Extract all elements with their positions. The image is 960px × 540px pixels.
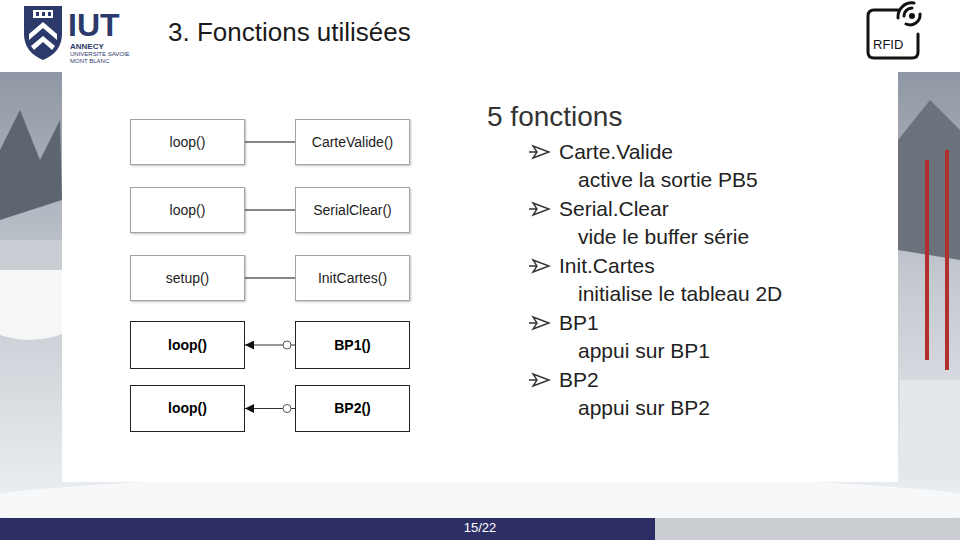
footer-band xyxy=(655,518,960,540)
slide-title: 3. Fonctions utilisées xyxy=(168,17,411,48)
node-text: loop() xyxy=(168,337,207,354)
call-connector xyxy=(245,277,295,278)
interrupt-box: BP1() xyxy=(295,321,410,369)
caller-box: loop() xyxy=(130,385,245,432)
node-text: CarteValide() xyxy=(312,134,393,151)
section-heading: 5 fonctions xyxy=(487,100,622,134)
logo-city: ANNECY xyxy=(70,42,104,52)
caller-box: loop() xyxy=(130,119,245,165)
call-connector xyxy=(245,141,295,142)
interrupt-marker xyxy=(283,341,291,349)
bullet-function: BP2 xyxy=(559,367,599,392)
interrupt-marker xyxy=(283,405,291,413)
page-number: 15/22 xyxy=(452,520,508,536)
bullet-description: active la sortie PB5 xyxy=(578,167,758,192)
footer-bar xyxy=(0,518,655,540)
logo-name: IUT xyxy=(68,6,120,44)
caller-box: loop() xyxy=(130,321,245,369)
header-band xyxy=(0,0,960,72)
logo-university: UNIVERSITE SAVOIE MONT BLANC xyxy=(70,51,142,65)
function-box: InitCartes() xyxy=(295,255,410,301)
node-text: BP1() xyxy=(334,337,371,354)
interrupt-box: BP2() xyxy=(295,385,410,432)
content-panel xyxy=(62,72,898,482)
caller-box: setup() xyxy=(130,255,245,301)
function-box: CarteValide() xyxy=(295,119,410,165)
caller-box: loop() xyxy=(130,187,245,233)
function-box: SerialClear() xyxy=(295,187,410,233)
node-text: loop() xyxy=(168,400,207,417)
bullet-arrows xyxy=(529,146,549,386)
snow-photo xyxy=(0,72,960,520)
bullet-description: initialise le tableau 2D xyxy=(578,281,782,306)
bullet-function: Serial.Clear xyxy=(559,196,669,221)
bullet-function: Carte.Valide xyxy=(559,139,673,164)
node-text: InitCartes() xyxy=(318,270,387,287)
rfid-text: RFID xyxy=(873,37,903,53)
bullet-description: appui sur BP1 xyxy=(578,338,710,363)
bullet-description: appui sur BP2 xyxy=(578,395,710,420)
bullet-function: BP1 xyxy=(559,310,599,335)
node-text: SerialClear() xyxy=(313,202,392,219)
rfid-icon xyxy=(868,3,920,58)
bullet-description: vide le buffer série xyxy=(578,224,749,249)
node-text: setup() xyxy=(166,270,210,287)
iut-logo xyxy=(24,6,62,60)
call-connector xyxy=(245,209,295,210)
node-text: BP2() xyxy=(334,400,371,417)
bullet-function: Init.Cartes xyxy=(559,253,655,278)
node-text: loop() xyxy=(170,202,206,219)
node-text: loop() xyxy=(170,134,206,151)
